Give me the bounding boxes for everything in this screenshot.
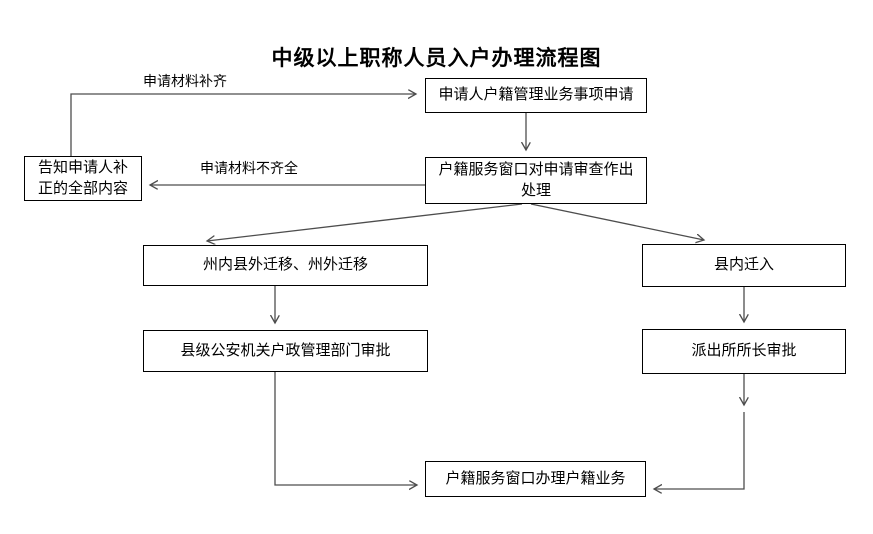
- node-applicant-application: 申请人户籍管理业务事项申请: [425, 78, 647, 113]
- edge-review-branchright: [530, 203, 704, 240]
- edge-approveright-final-lower: [654, 412, 745, 489]
- edge-review-branchleft: [207, 203, 523, 241]
- diagram-title: 中级以上职称人员入户办理流程图: [271, 47, 602, 70]
- node-county-psb-approval: 县级公安机关户政管理部门审批: [143, 330, 428, 372]
- node-branch-outside-county: 州内县外迁移、州外迁移: [143, 245, 428, 286]
- node-police-station-approval: 派出所所长审批: [642, 329, 846, 374]
- node-window-review: 户籍服务窗口对申请审查作出处理: [425, 157, 647, 204]
- edge-label-materials-complete: 申请材料补齐: [143, 73, 227, 89]
- node-branch-within-county: 县内迁入: [642, 244, 846, 287]
- edge-notify-apply: [70, 94, 416, 156]
- node-notify-correction: 告知申请人补正的全部内容: [24, 156, 142, 201]
- node-window-process-business: 户籍服务窗口办理户籍业务: [425, 461, 646, 497]
- edge-approveleft-final: [274, 372, 417, 485]
- edge-label-materials-incomplete: 申请材料不齐全: [200, 160, 298, 176]
